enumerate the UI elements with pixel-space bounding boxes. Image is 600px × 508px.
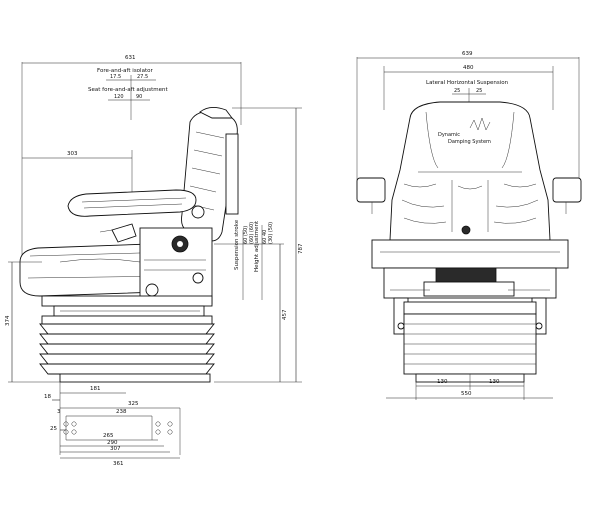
dimension-457: 457 <box>214 243 288 382</box>
front-seat-cushion <box>371 239 569 269</box>
base-width-label: 550 <box>461 391 472 397</box>
bottom-dimensions: 181 18 325 238 3 25 <box>44 382 181 467</box>
brand-line-2: Damping System <box>448 139 491 145</box>
dim-181-label: 181 <box>90 386 101 392</box>
side-view: 631 Fore-and-aft isolator 17.5 27.5 Seat… <box>5 55 304 467</box>
front-backrest <box>389 101 551 241</box>
dimension-787: 787 <box>214 107 304 383</box>
dim-631-label: 631 <box>125 55 136 61</box>
dim-374-label: 374 <box>5 315 11 326</box>
dimension-480: 480 <box>383 65 554 110</box>
seat-fore-aft-label: Seat fore-and-aft adjustment <box>88 87 169 93</box>
dimension-374: 374 <box>5 261 60 383</box>
dim-18-label: 18 <box>44 394 51 400</box>
fore-aft-isolator-dimension: Fore-and-aft isolator 17.5 27.5 <box>97 68 156 120</box>
dim-480-label: 480 <box>463 65 474 71</box>
isolator-value-left: 17.5 <box>110 74 121 80</box>
dim-290-label: 290 <box>107 440 118 446</box>
front-brand-emblem <box>461 225 471 235</box>
front-base-dimensions: 130 130 550 <box>386 374 553 400</box>
mounting-holes <box>63 421 173 435</box>
seat-fore-aft-dimension: Seat fore-and-aft adjustment 120 90 <box>88 87 169 101</box>
isolator-value-right: 27.5 <box>137 74 148 80</box>
dim-325-label: 325 <box>128 401 139 407</box>
dim-361-label: 361 <box>113 461 124 467</box>
height-adjustment-sub: (30) (50) <box>268 222 274 244</box>
headrest-cap <box>199 107 233 119</box>
base-left-label: 130 <box>437 379 448 385</box>
lateral-suspension-label: Lateral Horizontal Suspension <box>426 80 509 86</box>
stroke-height-dimensions: Suspension stroke 60 (50) (60) (60) Heig… <box>234 219 274 300</box>
brand-line-1: Dynamic <box>438 132 460 138</box>
seat-adjust-value-left: 120 <box>114 94 124 100</box>
dim-457-label: 457 <box>282 309 288 320</box>
dim-639-label: 639 <box>462 51 473 57</box>
base-right-label: 130 <box>489 379 500 385</box>
left-armrest <box>356 177 386 203</box>
lateral-value-left: 25 <box>454 88 460 94</box>
dim-265-label: 265 <box>103 433 114 439</box>
dim-787-label: 787 <box>298 243 304 254</box>
height-adjustment-values: 60 40 <box>262 230 268 244</box>
dim-3-label: 3 <box>57 409 61 415</box>
dimension-631: 631 <box>21 55 242 270</box>
dim-307-label: 307 <box>110 446 121 452</box>
backrest-frame <box>225 133 239 215</box>
right-armrest <box>552 177 582 203</box>
front-bellows <box>403 313 537 383</box>
dim-25-label: 25 <box>50 426 57 432</box>
brand-wave-icon <box>469 117 491 131</box>
dimension-639: 639 <box>356 51 580 190</box>
height-adjustment-label: Height adjustment <box>254 220 260 272</box>
seat-adjust-value-right: 90 <box>136 94 142 100</box>
suspension-stroke-label: Suspension stroke <box>234 219 240 270</box>
front-view: 639 480 Lateral Horizontal Suspension 25… <box>356 51 582 400</box>
dim-303-label: 303 <box>67 151 78 157</box>
front-base-plate <box>403 301 537 315</box>
fore-aft-isolator-label: Fore-and-aft isolator <box>97 68 153 74</box>
dim-238-label: 238 <box>116 409 127 415</box>
lateral-value-right: 25 <box>476 88 482 94</box>
armrest <box>67 189 197 217</box>
suspension-stroke-sub: (60) (60) <box>249 222 255 244</box>
side-bellows <box>39 315 215 383</box>
suspension-stroke-values: 60 (50) <box>243 226 249 244</box>
